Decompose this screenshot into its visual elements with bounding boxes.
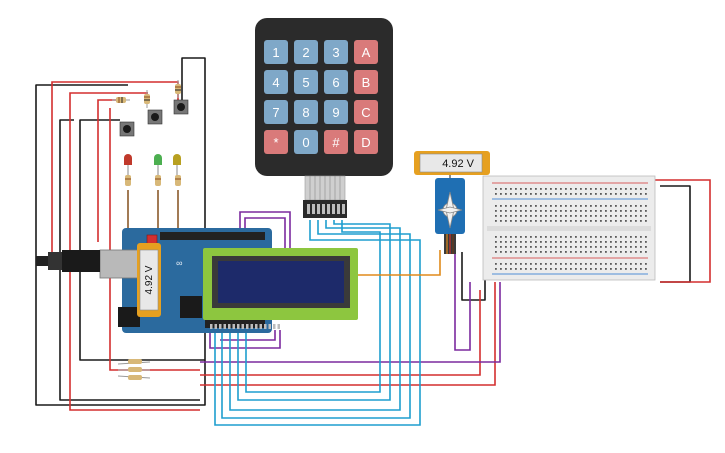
keypad-key-label: 9 xyxy=(332,105,339,120)
keypad-key-label: D xyxy=(361,135,370,150)
bottom-resistors xyxy=(117,359,151,380)
keypad-key-label: 1 xyxy=(272,45,279,60)
keypad[interactable]: 1 2 3 A 4 5 6 B 7 8 9 C * 0 # D xyxy=(255,18,393,218)
keypad-key-2[interactable] xyxy=(294,40,318,64)
arduino-digital-header xyxy=(160,232,265,240)
keypad-key-label: C xyxy=(361,105,370,120)
red-wires xyxy=(51,81,711,411)
multimeter-arduino-screen xyxy=(139,249,159,311)
keypad-key-label: 2 xyxy=(302,45,309,60)
keypad-key-*[interactable] xyxy=(264,130,288,154)
keypad-connector-pins xyxy=(307,204,345,214)
keypad-key-#[interactable] xyxy=(324,130,348,154)
keypad-key-label: 0 xyxy=(302,135,309,150)
keypad-key-3[interactable] xyxy=(324,40,348,64)
keypad-key-8[interactable] xyxy=(294,100,318,124)
lcd-display[interactable] xyxy=(203,248,358,329)
breadboard[interactable] xyxy=(482,175,656,281)
multimeter-arduino[interactable]: 4.92 V xyxy=(137,243,161,317)
breadboard-center-channel xyxy=(487,226,651,231)
servo-horn-cross xyxy=(437,206,463,214)
lcd-pins xyxy=(210,324,280,329)
servo[interactable] xyxy=(435,178,465,254)
arduino-logo: ∞ xyxy=(176,258,182,268)
arduino-power-jack xyxy=(118,307,140,327)
multimeter-arduino-reading: 4.92 V xyxy=(144,265,155,294)
arduino-usb-port xyxy=(99,249,139,279)
multimeter-servo-reading: 4.92 V xyxy=(442,158,474,170)
keypad-key-6[interactable] xyxy=(324,70,348,94)
keypad-key-label: 4 xyxy=(272,75,279,90)
push-button-3[interactable] xyxy=(173,99,189,115)
led-resistor-3 xyxy=(175,175,181,186)
blue-wires xyxy=(214,220,421,426)
keypad-key-label: 8 xyxy=(302,105,309,120)
led-red xyxy=(124,154,132,175)
keypad-key-4[interactable] xyxy=(264,70,288,94)
leds xyxy=(124,154,181,175)
arduino-chip xyxy=(180,296,202,318)
resistor-1 xyxy=(112,97,130,103)
resistor-2 xyxy=(144,90,150,108)
keypad-key-A[interactable] xyxy=(354,40,378,64)
led-resistor-1 xyxy=(125,175,131,186)
keypad-key-0[interactable] xyxy=(294,130,318,154)
keypad-ribbon-lines xyxy=(309,176,341,200)
push-button-2[interactable] xyxy=(147,109,163,125)
resistor-3 xyxy=(175,80,181,98)
multimeter-servo-screen xyxy=(419,153,483,173)
power-plug xyxy=(36,250,100,272)
keypad-key-label: A xyxy=(362,45,371,60)
keypad-key-label: 3 xyxy=(332,45,339,60)
keypad-key-label: 6 xyxy=(332,75,339,90)
keypad-key-5[interactable] xyxy=(294,70,318,94)
keypad-key-label: 7 xyxy=(272,105,279,120)
orange-wire xyxy=(355,250,441,276)
purple-wires xyxy=(200,211,501,363)
lcd-screen xyxy=(218,261,344,303)
keypad-key-label: 5 xyxy=(302,75,309,90)
keypad-key-label: B xyxy=(362,75,371,90)
breadboard-holes xyxy=(495,188,647,270)
keypad-key-C[interactable] xyxy=(354,100,378,124)
keypad-key-9[interactable] xyxy=(324,100,348,124)
keypad-keys: 1 2 3 A 4 5 6 B 7 8 9 C * 0 # D xyxy=(264,40,378,154)
led-green xyxy=(154,154,162,175)
keypad-key-label: * xyxy=(273,135,278,150)
led-resistor-2 xyxy=(155,175,161,186)
keypad-key-1[interactable] xyxy=(264,40,288,64)
push-button-1[interactable] xyxy=(119,121,135,137)
keypad-key-7[interactable] xyxy=(264,100,288,124)
keypad-key-label: # xyxy=(332,135,340,150)
keypad-key-B[interactable] xyxy=(354,70,378,94)
keypad-key-D[interactable] xyxy=(354,130,378,154)
led-yellow xyxy=(173,154,181,175)
